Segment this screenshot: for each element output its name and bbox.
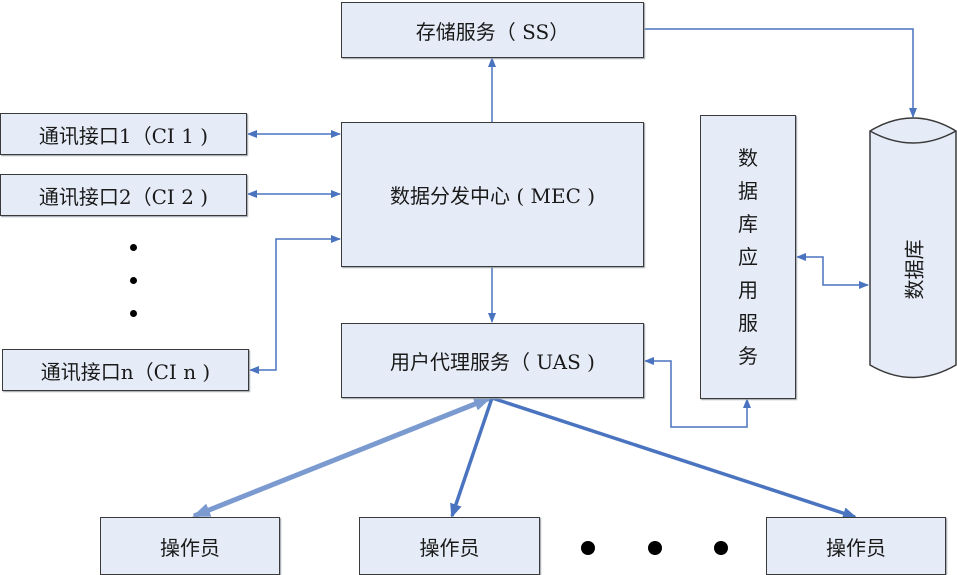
db-app-service-char: 库	[738, 211, 758, 236]
db-app-service-char: 务	[738, 343, 758, 368]
storage-service-label: 存储服务（ SS）	[415, 19, 570, 44]
comm-interface-n-box: 通讯接口n（CI n )	[2, 349, 249, 391]
operator-3-box: 操作员	[766, 517, 946, 575]
database-cylinder	[869, 117, 957, 379]
storage-service-box: 存储服务（ SS）	[341, 2, 644, 58]
comm-interface-n-label: 通讯接口n（CI n )	[40, 359, 211, 384]
db-app-service-char: 服	[738, 310, 758, 335]
arrow-uas-operator-3	[491, 396, 857, 519]
ellipsis-dot	[130, 277, 137, 284]
db-app-service-char: 用	[738, 277, 758, 302]
mec-label: 数据分发中心 ( MEC )	[389, 184, 596, 208]
db-app-service-char: 数	[738, 145, 758, 170]
arrow-uas-operator-2	[450, 397, 494, 518]
mec-box: 数据分发中心 ( MEC )	[341, 122, 644, 267]
uas-box: 用户代理服务（ UAS )	[341, 323, 644, 398]
db-app-service-char: 据	[738, 178, 758, 203]
comm-interface-1-label: 通讯接口1（CI 1 )	[38, 123, 209, 148]
arrow-uas-operator-1	[192, 395, 492, 519]
operator-1-label: 操作员	[160, 535, 220, 560]
arrow-cin-mec	[249, 235, 341, 374]
operator-ellipsis-dot	[714, 541, 728, 555]
arrow-ss-to-database	[643, 28, 917, 118]
operator-3-label: 操作员	[826, 535, 886, 560]
comm-interface-2-box: 通讯接口2（CI 2 )	[0, 174, 247, 216]
operator-ellipsis-dot	[581, 541, 595, 555]
operator-2-label: 操作员	[419, 535, 480, 560]
operator-1-box: 操作员	[100, 517, 280, 575]
db-app-service-box: 数 据 库 应 用 服 务	[700, 115, 796, 399]
uas-label: 用户代理服务（ UAS )	[390, 350, 595, 374]
arrow-dbapp-database	[796, 253, 869, 289]
comm-interface-1-box: 通讯接口1（CI 1 )	[0, 113, 247, 155]
db-app-service-char: 应	[738, 244, 758, 269]
operator-2-box: 操作员	[359, 517, 540, 575]
arrow-uas-dbapp	[644, 357, 751, 428]
comm-interface-2-label: 通讯接口2（CI 2 )	[38, 184, 209, 209]
ellipsis-dot	[130, 244, 137, 251]
operator-ellipsis-dot	[648, 541, 662, 555]
ellipsis-dot	[130, 310, 137, 317]
database-label: 数据库	[902, 239, 927, 300]
